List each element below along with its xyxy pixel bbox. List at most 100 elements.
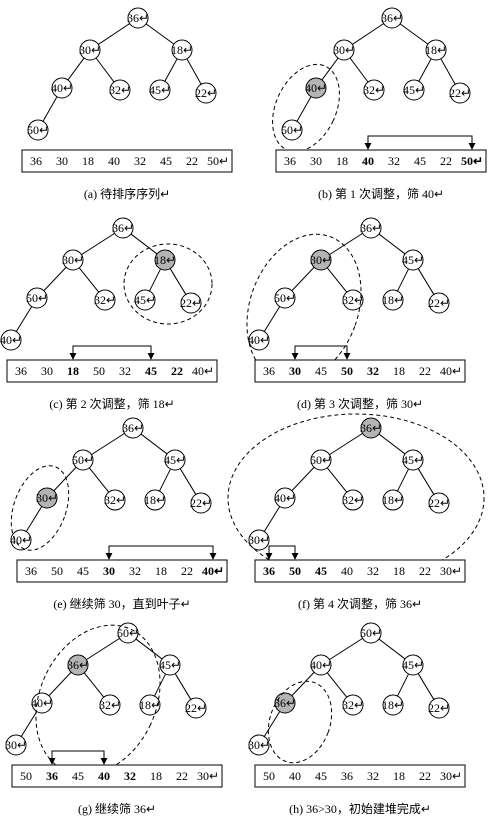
heap-node-label: 18↵ [144,493,166,507]
array-cell: 45 [72,769,84,783]
heap-node-circle [31,692,53,714]
heap-node-circle [109,79,131,101]
array-cell: 18 [393,364,405,378]
heap-node: 50↵ [274,287,296,309]
array-cell: 36 [25,564,37,578]
array-cell: 36 [46,769,58,783]
heap-node-label: 30↵ [310,253,332,267]
heap-node-label: 40↵ [305,81,327,95]
heap-node-circle [195,82,217,104]
heap-node: 50↵ [26,287,48,309]
heap-node-label: 22↵ [428,296,450,310]
tree-edge [78,267,100,293]
tree-edge [88,467,110,493]
heap-node-label: 45↵ [402,453,424,467]
heap-node-label: 30↵ [248,738,270,752]
array-cell: 18 [67,364,79,378]
heap-node-label: 32↵ [94,293,116,307]
heap-node-label: 36↵ [360,221,382,235]
tree-edge [83,672,105,698]
array-cell: 36 [284,154,296,168]
heap-node-circle [127,7,149,29]
heap-node-label: 30↵ [333,43,355,57]
heap-node-label: 18↵ [425,43,447,57]
tree-edge [291,466,315,492]
heap-node-circle [10,529,32,551]
heap-node-label: 40↵ [0,333,22,347]
array-cell: 50 [263,769,275,783]
array-cell: 18 [393,769,405,783]
heap-node-label: 36↵ [360,421,382,435]
heap-node-circle [248,329,270,351]
panel-caption: (d) 第 3 次调整，筛 30↵ [297,396,423,411]
heap-node: 36↵ [360,217,382,239]
sift-subtree-outline [272,63,340,153]
array-cell: 45 [414,154,426,168]
tree-edge [67,57,85,81]
array-cell: 22 [176,769,188,783]
heap-node: 40↵ [0,329,22,351]
tree-edge [53,466,77,492]
heap-node-label: 18↵ [139,698,161,712]
tree-edge [397,268,409,292]
panel-caption: (g) 继续筛 36↵ [78,801,156,816]
array-cell: 40 [341,564,353,578]
heap-node: 32↵ [342,489,364,511]
array-cell: 36 [341,769,353,783]
heap-node: 45↵ [402,654,424,676]
heap-node: 45↵ [402,449,424,471]
heap-node: 45↵ [159,654,181,676]
heap-node: 36↵ [112,217,134,239]
heap-node: 18↵ [425,39,447,61]
tree-edge [263,711,281,737]
heap-node-circle [180,292,202,314]
heap-node-circle [425,39,447,61]
tree-edge [378,433,406,455]
array-cell: 32 [124,769,136,783]
heap-node: 32↵ [109,79,131,101]
heap-node: 40↵ [10,529,32,551]
array-cell: 45 [145,364,157,378]
panel-caption: (a) 待排序序列↵ [84,186,170,201]
heap-node: 32↵ [104,489,126,511]
tree-edge [20,711,38,737]
heap-node-circle [159,654,181,676]
array-cell: 30↵ [197,769,219,783]
heap-node-circle [381,7,403,29]
heap-node-circle [342,289,364,311]
panel-caption: (h) 36>30，初始建堆完成↵ [289,801,431,816]
heap-node-circle [403,79,425,101]
heap-node-label: 50↵ [117,626,139,640]
tree-edge [397,468,409,492]
array-box [21,149,233,173]
array-cell: 22 [440,154,452,168]
array-cell: 18 [150,769,162,783]
heap-node-label: 45↵ [149,83,171,97]
heap-node-circle [248,529,270,551]
heap-node-circle [51,77,73,99]
tree-edge [329,232,363,256]
heap-node-circle [99,694,121,716]
heap-node-label: 50↵ [281,123,303,137]
array-cell: 30 [56,154,68,168]
array-cell: 45 [315,564,327,578]
array-cell: 36 [30,154,42,168]
heap-node-label: 22↵ [428,496,450,510]
heap-node-label: 45↵ [164,453,186,467]
array-cell: 40 [362,154,374,168]
array-cell: 40 [289,769,301,783]
tree-edge [86,637,120,661]
heap-node-label: 18↵ [171,43,193,57]
tree-edge [326,672,348,698]
swap-arrow [367,135,476,150]
tree-edge [263,506,281,532]
heap-node-circle [144,489,166,511]
heap-node: 22↵ [180,292,202,314]
array-cell: 50↵ [207,154,229,168]
heap-node-circle [382,489,404,511]
heap-node-circle [164,449,186,471]
heap-node-circle [402,449,424,471]
tree-edge [98,23,130,45]
